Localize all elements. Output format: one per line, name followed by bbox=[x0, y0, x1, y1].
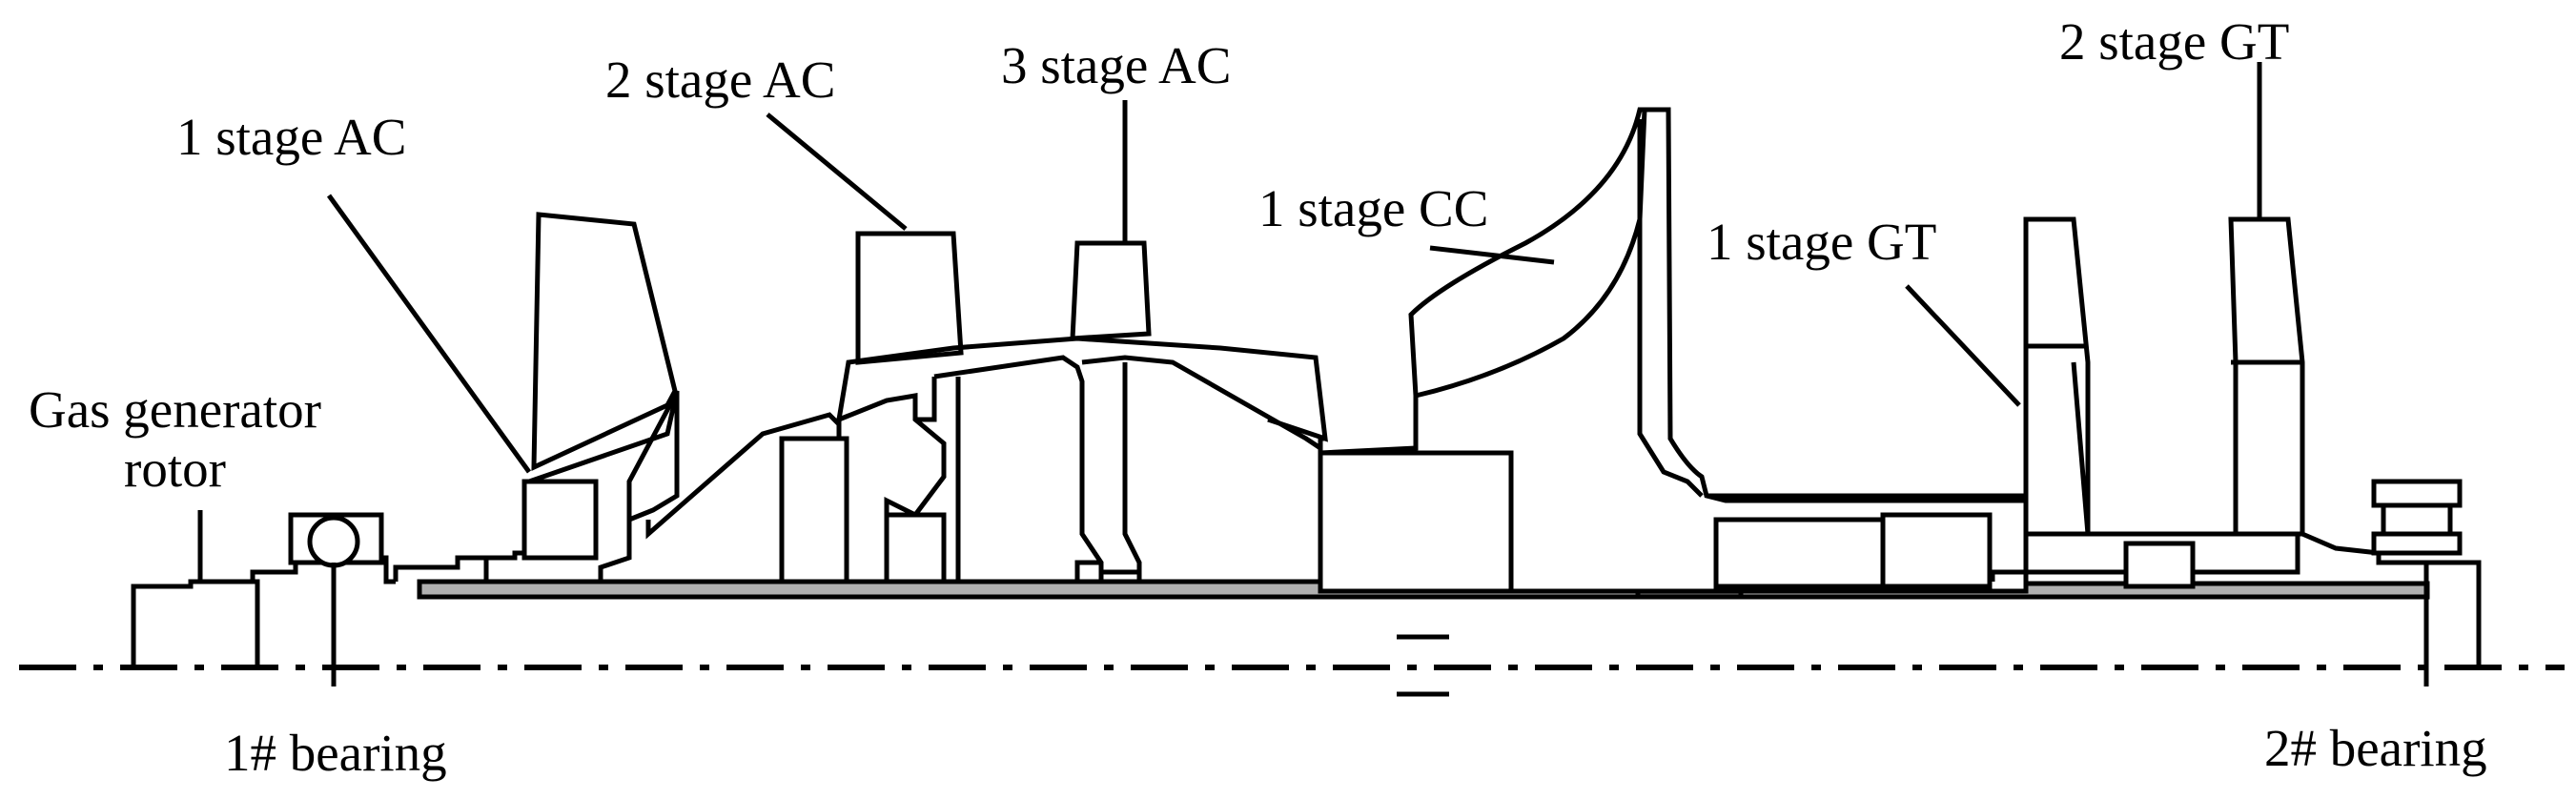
left-stub-shaft bbox=[131, 555, 489, 667]
symmetry-mark bbox=[1397, 634, 1449, 697]
gt1-blade bbox=[2023, 216, 2091, 537]
label-bearing1: 1# bearing bbox=[224, 724, 447, 782]
leader-ac1 bbox=[326, 194, 532, 474]
leader-lines bbox=[197, 62, 2262, 582]
ac3-blade bbox=[1070, 240, 1152, 341]
ac2-blade bbox=[855, 231, 964, 365]
ac1-disk bbox=[483, 212, 680, 582]
bearing-1 bbox=[288, 512, 384, 686]
leader-ac2 bbox=[766, 113, 908, 231]
leader-gt1 bbox=[1905, 284, 2021, 407]
turbine-disks bbox=[1707, 216, 2426, 589]
cc1-impeller bbox=[1318, 107, 2029, 594]
label-gt2: 2 stage GT bbox=[2059, 12, 2289, 71]
label-cc1: 1 stage CC bbox=[1258, 179, 1488, 237]
label-rotor-line2: rotor bbox=[124, 440, 226, 498]
leader-cc1 bbox=[1429, 245, 1555, 265]
ac2-disk bbox=[626, 231, 1328, 582]
label-ac3: 3 stage AC bbox=[1001, 36, 1231, 94]
compressor-drum bbox=[779, 355, 1323, 584]
label-rotor-line1: Gas generator bbox=[29, 380, 321, 439]
bearing-2 bbox=[2371, 479, 2482, 686]
label-bearing2: 2# bearing bbox=[2264, 719, 2487, 777]
label-ac1: 1 stage AC bbox=[176, 108, 406, 166]
label-gt1: 1 stage GT bbox=[1707, 213, 1936, 271]
ac1-blade bbox=[531, 212, 678, 471]
gt2-blade bbox=[2228, 216, 2305, 537]
label-ac2: 2 stage AC bbox=[605, 51, 835, 109]
